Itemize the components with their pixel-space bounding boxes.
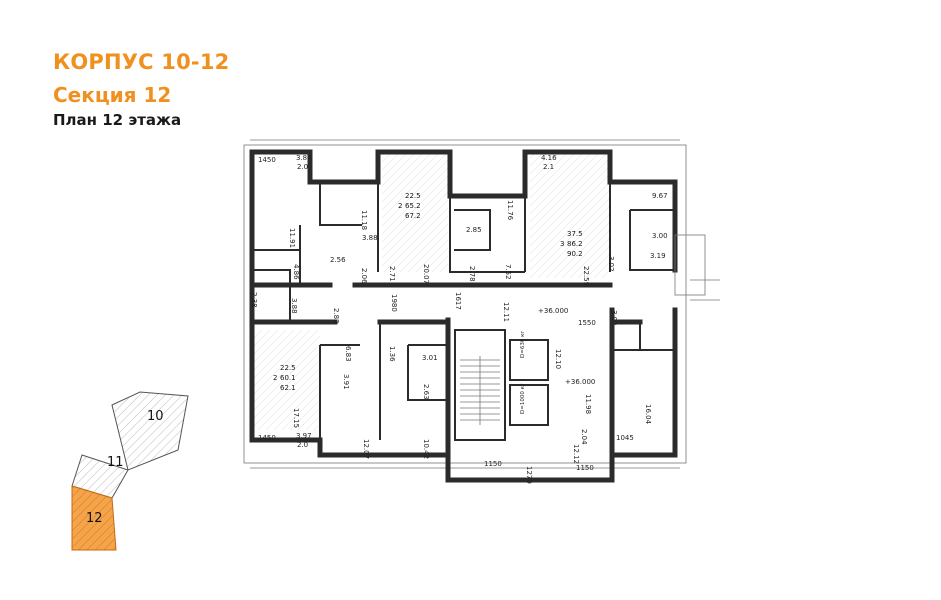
minimap-label-12: 12 — [86, 511, 103, 526]
room-area: 11.91 — [288, 228, 296, 248]
svg-text:22.5: 22.5 — [280, 364, 296, 372]
apartment-floor-3 — [252, 330, 320, 430]
apartment-label-3: 22.5 2 60.1 62.1 — [273, 364, 296, 392]
minimap-section-10 — [111, 391, 189, 471]
level-markers: +36.000 +36.000 D=630 кг D=1000 кг — [520, 307, 595, 414]
building-title: КОРПУС 10-12 — [53, 50, 230, 74]
svg-text:22.5: 22.5 — [405, 192, 421, 200]
room-area: 1.36 — [388, 346, 396, 362]
room-area: 16.04 — [644, 404, 652, 425]
room-area: 2.1 — [543, 163, 554, 171]
room-area: 2.0 — [297, 163, 308, 171]
svg-text:60.1: 60.1 — [280, 374, 296, 382]
dimension-label: 1450 — [258, 434, 276, 442]
dimension-label: 1150 — [484, 460, 502, 468]
room-area: 3.88 — [362, 234, 378, 242]
room-area: 3.02 — [610, 310, 618, 326]
room-area: 20.07 — [422, 264, 430, 284]
floor-plan-title: План 12 этажа — [53, 111, 182, 129]
room-area: 12.10 — [554, 349, 562, 369]
dimension-label: 1450 — [258, 156, 276, 164]
room-area: 11.98 — [584, 394, 592, 414]
section-minimap: 10 11 12 — [71, 391, 189, 551]
corridor-walls — [249, 282, 643, 325]
room-area: 6.83 — [344, 346, 352, 362]
level-mark: +36.000 — [538, 307, 568, 315]
room-area: 11.18 — [360, 210, 368, 230]
dimension-label: 1270 — [525, 466, 533, 484]
balcony — [674, 234, 720, 301]
elevator-label: D=630 кг — [520, 331, 526, 358]
interior-walls — [252, 182, 675, 441]
room-area: 2.63 — [422, 384, 430, 400]
minimap-label-11: 11 — [107, 455, 124, 470]
room-area: 12.11 — [502, 302, 510, 322]
svg-text:90.2: 90.2 — [567, 250, 583, 258]
dimension-label: 1045 — [616, 434, 634, 442]
room-area: 11.76 — [506, 200, 514, 221]
room-area: 3.01 — [422, 354, 438, 362]
elevator-label: D=1000 кг — [520, 383, 526, 414]
room-area: 3.84 — [296, 154, 312, 162]
apartment-label-2: 37.5 3 86.2 90.2 — [560, 230, 583, 258]
room-area: 2.85 — [466, 226, 482, 234]
dimension-label: 1150 — [576, 464, 594, 472]
room-area: 2.82 — [332, 308, 340, 324]
room-area: 2.38 — [250, 292, 258, 308]
room-area: 3.00 — [652, 232, 668, 240]
dimension-label: 1980 — [390, 294, 398, 312]
svg-text:86.2: 86.2 — [567, 240, 583, 248]
svg-text:2: 2 — [273, 374, 277, 382]
room-areas: 3.84 2.0 11.18 11.91 3.88 2.56 2.06 2.71… — [250, 154, 668, 464]
room-area: 7.52 — [504, 264, 512, 280]
room-area: 2.71 — [388, 266, 396, 282]
room-area: 22.59 — [582, 266, 590, 286]
dimension-label: 1550 — [578, 319, 596, 327]
room-area: 9.67 — [652, 192, 668, 200]
room-area: 2.0 — [297, 441, 308, 449]
room-area: 17.15 — [292, 408, 300, 428]
section-title: Секция 12 — [53, 83, 172, 107]
svg-text:67.2: 67.2 — [405, 212, 421, 220]
svg-text:3: 3 — [560, 240, 564, 248]
room-area: 10.42 — [422, 439, 430, 459]
room-area: 4.86 — [292, 264, 300, 280]
room-area: 3.97 — [296, 432, 312, 440]
apartment-label-1: 22.5 2 65.2 67.2 — [398, 192, 421, 220]
svg-text:2: 2 — [398, 202, 402, 210]
plan-frame — [243, 139, 687, 469]
svg-text:65.2: 65.2 — [405, 202, 421, 210]
room-area: 12.12 — [572, 444, 580, 464]
room-area: 2.78 — [468, 266, 476, 282]
dimensions: 1450 1450 1980 1617 1550 1150 1150 1270 … — [258, 156, 634, 484]
level-mark: +36.000 — [565, 378, 595, 386]
apartment-floor-1 — [382, 152, 448, 272]
dimension-label: 1617 — [454, 292, 462, 310]
room-area: 3.19 — [650, 252, 666, 260]
minimap-label-10: 10 — [147, 409, 164, 424]
staircase — [460, 356, 500, 425]
room-area: 3.91 — [342, 374, 350, 390]
room-area: 12.07 — [362, 439, 370, 459]
room-area: 2.06 — [360, 268, 368, 284]
room-area: 3.88 — [290, 298, 298, 314]
svg-text:37.5: 37.5 — [567, 230, 583, 238]
svg-text:62.1: 62.1 — [280, 384, 296, 392]
apartment-floor-2 — [530, 152, 610, 278]
room-area: 3.02 — [607, 256, 615, 272]
room-area: 4.16 — [541, 154, 557, 162]
room-area: 2.56 — [330, 256, 346, 264]
room-area: 2.04 — [580, 429, 588, 445]
